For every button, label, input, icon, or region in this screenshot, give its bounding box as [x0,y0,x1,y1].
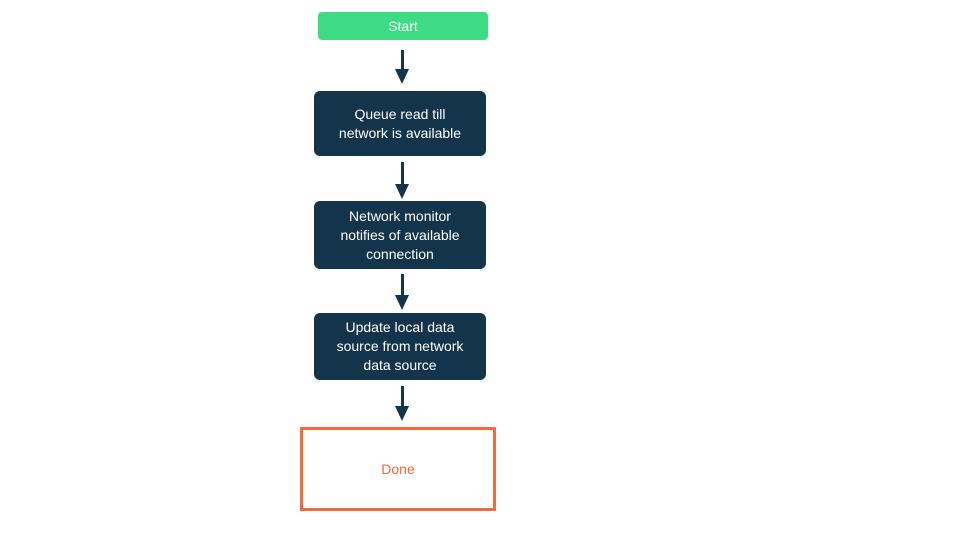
flowchart-node-update-local-data: Update local data source from network da… [314,313,486,380]
arrow-down-icon [395,274,409,310]
arrow-stem [400,162,404,184]
flowchart-node-done: Done [300,427,496,511]
arrow-down-icon [395,386,409,421]
arrow-head [395,69,409,84]
arrow-head [395,295,409,310]
arrow-stem [400,274,404,295]
arrow-head [395,406,409,421]
arrow-down-icon [395,162,409,199]
flowchart-node-queue-read: Queue read till network is available [314,91,486,156]
arrow-head [395,184,409,199]
flowchart-node-start: Start [318,12,488,40]
arrow-down-icon [395,50,409,84]
arrow-stem [400,386,404,406]
arrow-stem [400,50,404,69]
flowchart-node-network-monitor: Network monitor notifies of available co… [314,201,486,269]
